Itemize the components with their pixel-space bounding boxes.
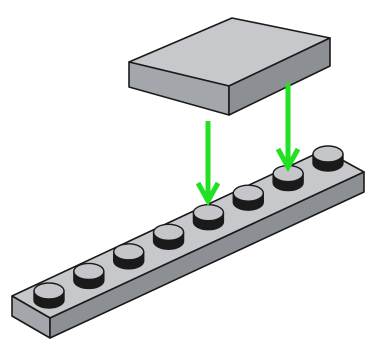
plate-side-face bbox=[49, 171, 365, 339]
stud bbox=[272, 164, 304, 192]
stud-top bbox=[113, 243, 145, 261]
stud-top bbox=[192, 204, 225, 222]
stud bbox=[312, 145, 344, 172]
stud-row bbox=[33, 145, 344, 309]
plate-piece bbox=[11, 149, 365, 339]
stud bbox=[152, 223, 185, 250]
stud bbox=[33, 282, 65, 309]
stud-top bbox=[152, 223, 185, 241]
stud bbox=[232, 184, 264, 211]
stud-top bbox=[232, 184, 264, 202]
plate-top-face bbox=[11, 149, 365, 319]
stud-top bbox=[312, 145, 344, 163]
stud-top bbox=[73, 262, 105, 281]
arrow-right-head bbox=[275, 147, 301, 173]
tile-piece bbox=[128, 17, 331, 116]
arrow-left bbox=[195, 121, 221, 207]
stud bbox=[73, 262, 105, 290]
stud bbox=[113, 243, 145, 270]
tile-right-face bbox=[228, 37, 331, 116]
arrow-group bbox=[195, 83, 301, 207]
stud-top bbox=[33, 282, 65, 300]
arrow-left-head bbox=[195, 181, 221, 207]
arrow-right bbox=[275, 83, 301, 173]
stud bbox=[192, 204, 225, 231]
